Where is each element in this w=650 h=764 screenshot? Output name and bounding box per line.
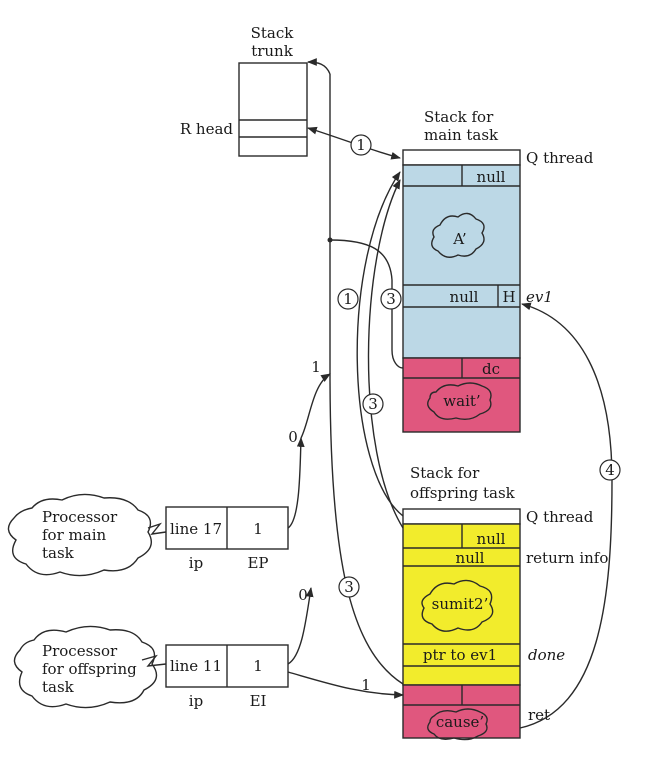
marker-3-lower-label: 3 [344, 578, 354, 596]
processor-offspring-connector [141, 654, 167, 667]
stack-trunk-title-line1: Stack [251, 24, 295, 42]
lower-one-label: 1 [361, 676, 371, 694]
ep-zero-label: 0 [288, 428, 298, 446]
main-ip-value: line 17 [170, 520, 222, 538]
ei-to-cause-arrow [287, 671, 404, 699]
return-info-label: return info [526, 549, 608, 567]
processor-main-line2: for main [42, 526, 106, 544]
main-registers [165, 506, 289, 550]
stack-trunk [238, 62, 308, 157]
ev1-null-cell: null [450, 288, 479, 306]
marker-1-middle-label: 1 [343, 290, 353, 308]
marker-3-lower [338, 576, 360, 598]
stack-trunk-title-line2: trunk [251, 42, 294, 60]
marker-1-top-label: 1 [356, 136, 366, 154]
main-q-thread-label: Q thread [526, 149, 594, 167]
a-prime-label: A’ [452, 230, 466, 248]
ret-label: ret [528, 706, 550, 724]
offspring-to-main-link-arrow [356, 171, 404, 517]
trunk-top-arrow [307, 58, 331, 75]
main-ep-label: EP [247, 554, 268, 572]
offspring-registers [165, 644, 289, 688]
processor-offspring-cloud [13, 625, 158, 709]
dc-cell: dc [482, 360, 500, 378]
main-null-cell: null [477, 168, 506, 186]
processor-main-line1: Processor [42, 508, 118, 526]
offspring-null-cell: null [477, 530, 506, 548]
r-head-label: R head [180, 120, 234, 138]
ptr-to-ev1-cell: ptr to ev1 [423, 646, 497, 664]
return-info-link-arrow [367, 179, 404, 529]
offspring-stack-title-line2: offspring task [410, 484, 516, 502]
main-ep-value: 1 [253, 520, 263, 538]
offspring-stack-title-line1: Stack for [410, 464, 480, 482]
done-label: done [528, 646, 565, 664]
ei-zero-label: 0 [298, 586, 308, 604]
wait-prime-label: wait’ [443, 392, 480, 410]
processor-main-line3: task [42, 544, 75, 562]
marker-1-middle [337, 288, 359, 310]
junction-dot [327, 237, 333, 243]
offspring-q-thread-label: Q thread [526, 508, 594, 526]
offspring-ei-label: EI [250, 692, 267, 710]
dc-link-line [329, 239, 404, 369]
processor-main-cloud [7, 493, 152, 577]
offspring-ei-value: 1 [253, 657, 263, 675]
ep-to-zero-arrow [287, 437, 305, 529]
processor-main-connector [147, 522, 167, 535]
ei-to-zero-arrow [287, 587, 314, 665]
main-ip-label: ip [189, 554, 203, 572]
marker-4-label: 4 [605, 461, 615, 479]
upper-one-label: 1 [311, 358, 321, 376]
main-stack-title-line1: Stack for [424, 108, 494, 126]
main-stack-title-line2: main task [424, 126, 499, 144]
processor-offspring-line1: Processor [42, 642, 118, 660]
main-task-stack [402, 149, 521, 433]
zero-to-one-arrow [300, 373, 331, 439]
h-cell: H [502, 288, 515, 306]
marker-3-upper-label: 3 [386, 290, 396, 308]
marker-3-middle [362, 393, 384, 415]
marker-3-upper [380, 288, 402, 310]
cause-prime-label: cause’ [436, 713, 484, 731]
marker-4 [599, 459, 621, 481]
marker-1-top [350, 134, 372, 156]
offspring-ip-label: ip [189, 692, 203, 710]
return-null-cell: null [456, 549, 485, 567]
trunk-lower-curve [329, 373, 404, 685]
ev1-label: ev1 [526, 288, 553, 306]
offspring-task-stack [402, 508, 521, 741]
processor-offspring-line3: task [42, 678, 75, 696]
processor-offspring-line2: for offspring [42, 660, 137, 678]
sumit2-prime-label: sumit2’ [432, 595, 489, 613]
offspring-ip-value: line 11 [170, 657, 222, 675]
marker-3-middle-label: 3 [368, 395, 378, 413]
